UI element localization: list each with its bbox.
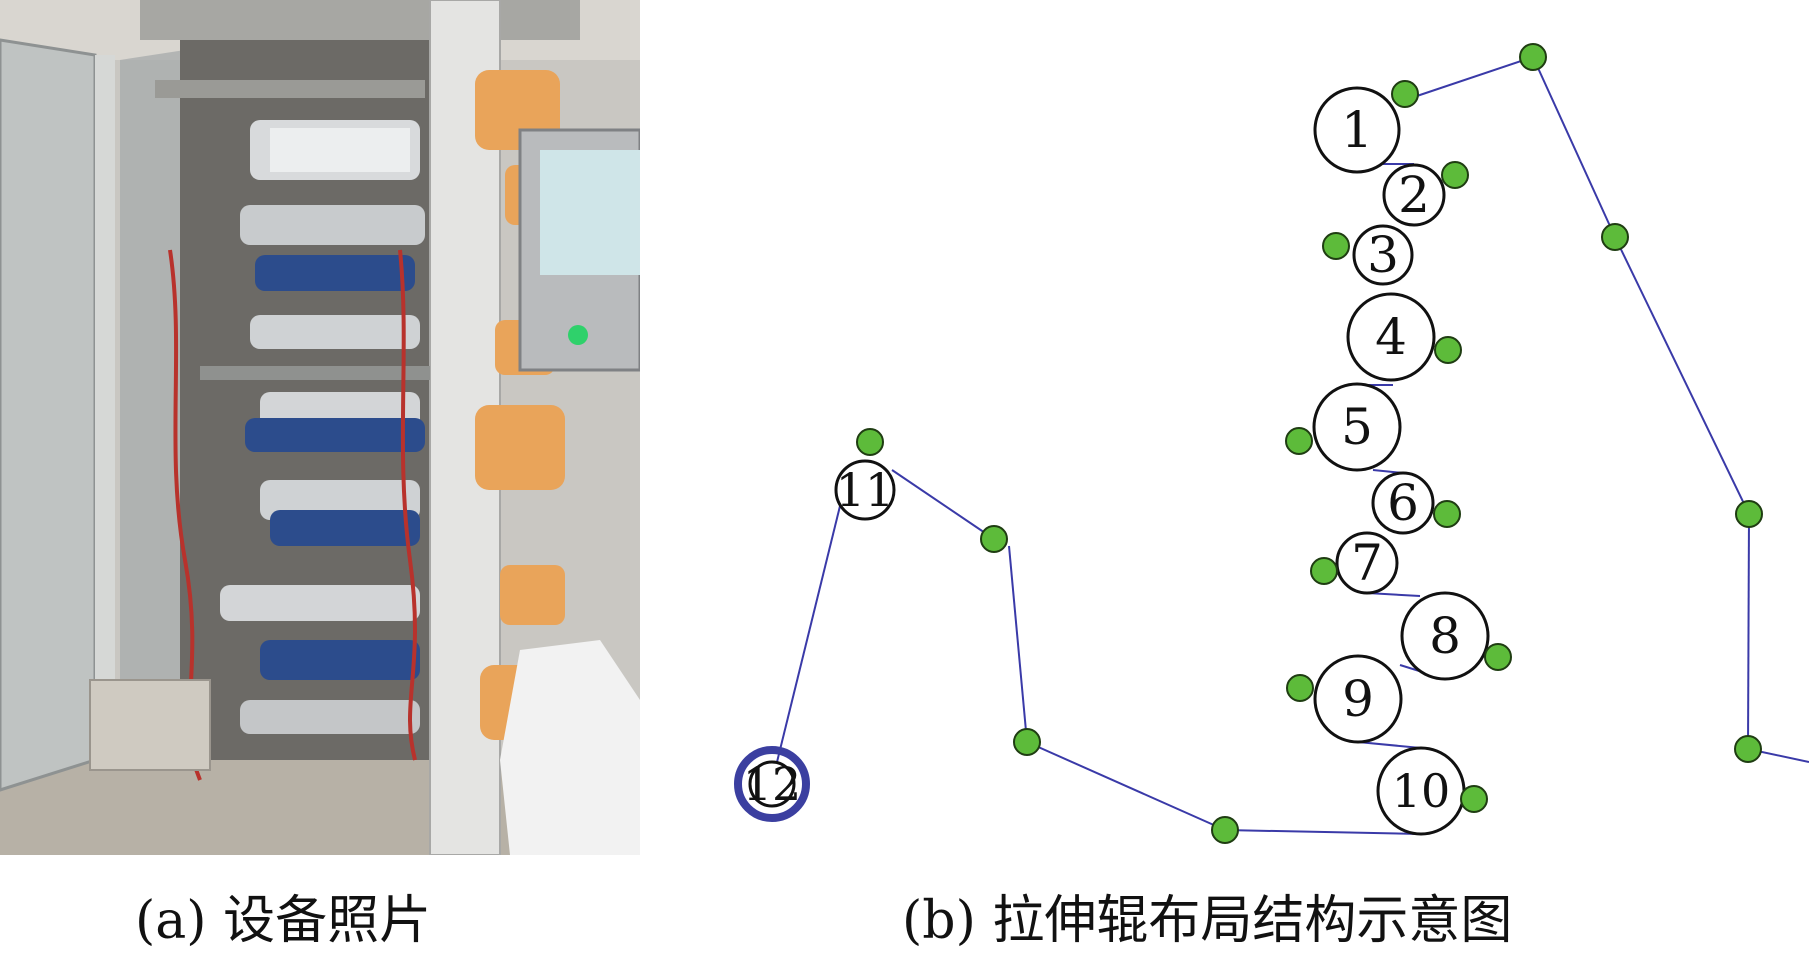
roller-label: 8 [1429, 607, 1461, 665]
photo-rolls [200, 120, 430, 734]
guide-roller [1601, 223, 1629, 251]
web-segment [1357, 741, 1422, 749]
roller-circle [834, 459, 896, 521]
roller-circle [1313, 654, 1403, 744]
web-path [776, 56, 1809, 835]
caption-equipment-photo: (a) 设备照片 [135, 891, 432, 951]
guide-roller [1735, 500, 1763, 528]
roller-circle [1352, 224, 1414, 286]
guide-roller [1286, 674, 1314, 702]
roller-label: 6 [1387, 474, 1419, 532]
roller-label: 12 [743, 757, 802, 811]
roller-12: 12 [734, 746, 810, 822]
roller-label: 7 [1351, 534, 1383, 592]
web-segment [1614, 236, 1750, 515]
roller-circle [1382, 163, 1446, 227]
guide-roller [980, 525, 1008, 553]
roller-circle [1371, 471, 1435, 535]
roller-label: 1 [1341, 101, 1373, 159]
web-segment [1532, 56, 1616, 238]
web-segment [891, 469, 995, 540]
guide-roller [1285, 427, 1313, 455]
guide-roller [1441, 161, 1469, 189]
guide-roller [1433, 500, 1461, 528]
roller-label: 10 [1392, 764, 1451, 818]
roller-label: 2 [1398, 166, 1430, 224]
roller-label: 5 [1341, 398, 1373, 456]
roller-1: 1 [1313, 86, 1401, 174]
roller-circle [1400, 591, 1490, 681]
roller-8: 8 [1400, 591, 1490, 681]
web-segment [1747, 513, 1750, 750]
roller-label: 9 [1342, 670, 1374, 728]
roller-label: 3 [1367, 226, 1399, 284]
roller-label: 11 [836, 463, 895, 517]
guide-roller [1013, 728, 1041, 756]
roller-label: 4 [1375, 308, 1407, 366]
guide-roller [1460, 785, 1488, 813]
photo-control-panel [518, 128, 640, 372]
roller-circle [1346, 292, 1436, 382]
roller-12-ring [734, 746, 810, 822]
guide-roller [1484, 643, 1512, 671]
web-segment [1366, 592, 1421, 597]
web-segment [776, 505, 841, 763]
guide-roller [856, 428, 884, 456]
equipment-photo-drawing [0, 0, 640, 855]
roller-5: 5 [1312, 382, 1402, 472]
guide-roller [1391, 80, 1419, 108]
web-segment [1404, 56, 1534, 101]
web-segment [1224, 829, 1422, 835]
guide-roller [1434, 336, 1462, 364]
roller-3: 3 [1352, 224, 1414, 286]
roller-circle [1313, 86, 1401, 174]
equipment-photo [0, 0, 640, 855]
guide-roller [1211, 816, 1239, 844]
roller-10: 10 [1376, 746, 1466, 836]
guide-roller [1519, 43, 1547, 71]
roller-2: 2 [1382, 163, 1446, 227]
guide-roller [1322, 232, 1350, 260]
roller-9: 9 [1313, 654, 1403, 744]
roller-6: 6 [1371, 471, 1435, 535]
web-segment [1026, 741, 1226, 831]
caption-roller-layout: (b) 拉伸辊布局结构示意图 [902, 891, 1513, 951]
guide-roller [1734, 735, 1762, 763]
roller-circle [1312, 382, 1402, 472]
roller-circle [1335, 531, 1399, 595]
roller-circle [748, 760, 796, 808]
roller-4: 4 [1346, 292, 1436, 382]
web-segment [1008, 545, 1028, 743]
roller-11: 11 [834, 459, 896, 521]
guide-roller [1310, 557, 1338, 585]
guide-rollers-group [856, 43, 1763, 844]
roller-7: 7 [1335, 531, 1399, 595]
